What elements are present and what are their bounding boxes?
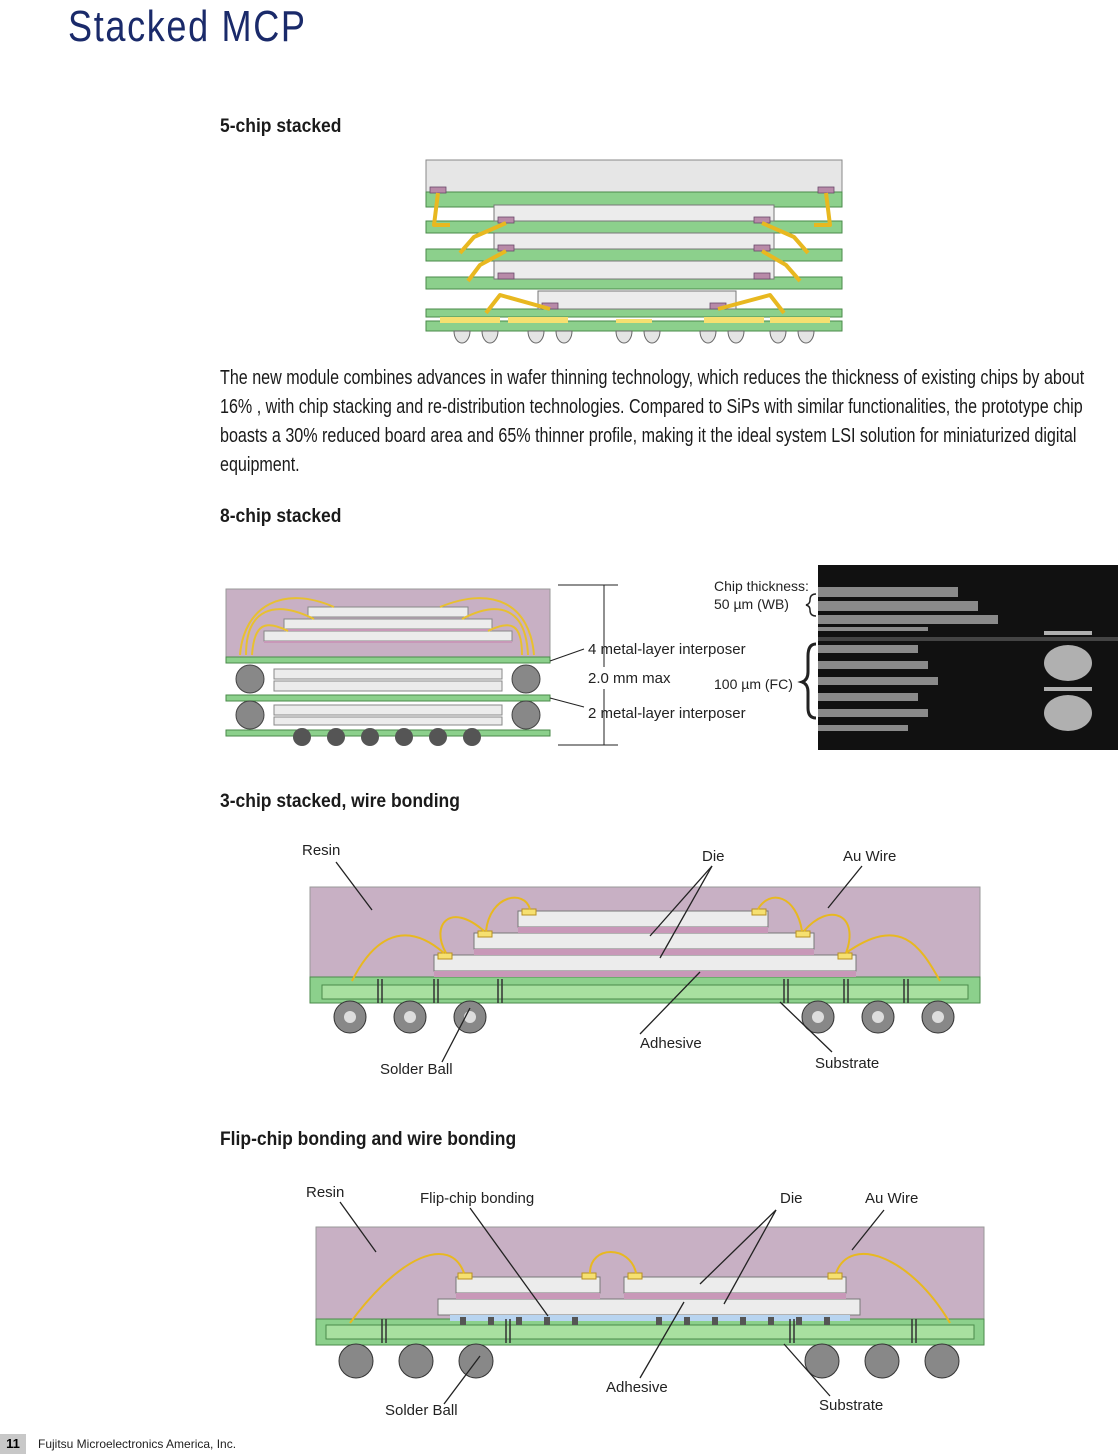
diagram-8-chip-stacked bbox=[225, 584, 618, 746]
company-name: Fujitsu Microelectronics America, Inc. bbox=[38, 1437, 237, 1451]
diagram-5-chip-stacked bbox=[425, 159, 843, 344]
label-solder-ball: Solder Ball bbox=[380, 1061, 453, 1078]
label-adhesive: Adhesive bbox=[640, 1035, 702, 1052]
label-2-metal-layer-interposer: 2 metal-layer interposer bbox=[588, 705, 746, 722]
page-title: Stacked MCP bbox=[68, 2, 307, 51]
label-resin: Resin bbox=[302, 842, 341, 859]
label-fc-thickness: 100 µm (FC) bbox=[714, 676, 793, 692]
label-resin-fc: Resin bbox=[306, 1184, 345, 1201]
label-solder-ball-fc: Solder Ball bbox=[385, 1402, 458, 1419]
label-height-max: 2.0 mm max bbox=[588, 670, 671, 687]
label-die-fc: Die bbox=[780, 1190, 803, 1207]
page-number: 11 bbox=[0, 1434, 26, 1454]
heading-flip-chip-wire-bonding: Flip-chip bonding and wire bonding bbox=[220, 1129, 517, 1150]
label-chip-thickness: Chip thickness: bbox=[714, 578, 809, 594]
label-die: Die bbox=[702, 848, 725, 865]
label-substrate: Substrate bbox=[815, 1055, 880, 1072]
heading-8-chip-stacked: 8-chip stacked bbox=[220, 506, 342, 527]
label-au-wire: Au Wire bbox=[843, 848, 897, 865]
heading-3-chip-stacked: 3-chip stacked, wire bonding bbox=[220, 791, 460, 812]
sem-cross-section-image bbox=[818, 565, 1118, 750]
label-substrate-fc: Substrate bbox=[819, 1397, 884, 1414]
brace-marks bbox=[797, 593, 817, 720]
label-au-wire-fc: Au Wire bbox=[865, 1190, 919, 1207]
label-4-metal-layer-interposer: 4 metal-layer interposer bbox=[588, 641, 746, 658]
diagram-3-chip-wire-bonding bbox=[309, 886, 981, 1034]
description-paragraph: The new module combines advances in wafe… bbox=[220, 367, 1085, 476]
label-adhesive-fc: Adhesive bbox=[606, 1379, 668, 1396]
label-flip-chip-bonding: Flip-chip bonding bbox=[420, 1190, 535, 1207]
heading-5-chip-stacked: 5-chip stacked bbox=[220, 116, 342, 137]
label-wb-thickness: 50 µm (WB) bbox=[714, 596, 789, 612]
